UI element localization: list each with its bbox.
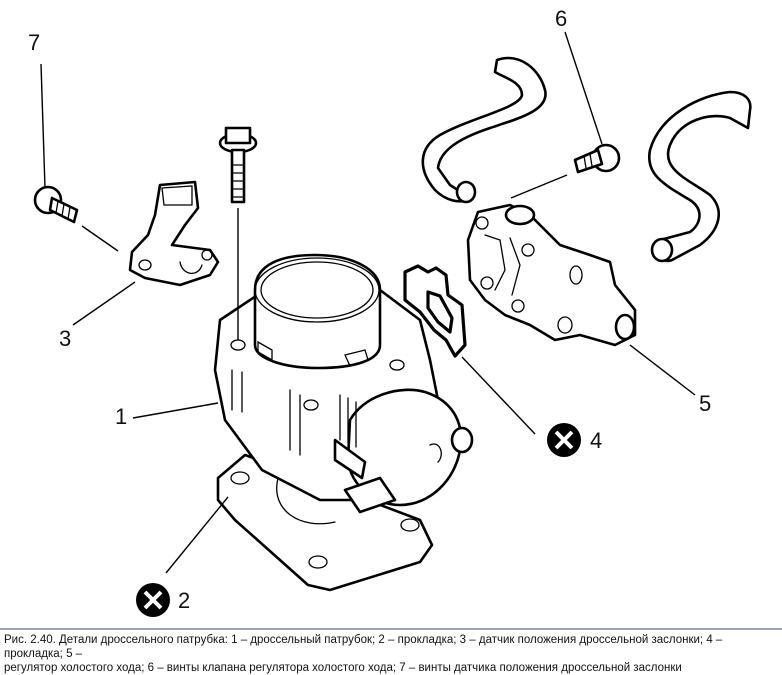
figure-caption: Рис. 2.40. Детали дроссельного патрубка:… [4, 633, 778, 675]
callout-2: 2 [178, 588, 191, 613]
screw-6-drawing [573, 143, 621, 174]
sensor-3-drawing [128, 180, 220, 287]
replace-part-cross-icon [547, 423, 581, 457]
leader-6 [564, 31, 603, 145]
throttle-body-1-drawing [213, 253, 474, 514]
caption-separator [0, 628, 782, 630]
hose-right-drawing [647, 90, 752, 263]
callout-3: 3 [59, 326, 72, 351]
hose-left-drawing [421, 56, 547, 204]
caption-line-2: регулятор холостого хода; 6 – винты клап… [4, 662, 682, 674]
idle-valve-5-drawing [466, 203, 637, 347]
leader-7 [40, 63, 46, 189]
diagram-drawing [33, 31, 752, 617]
leader-7b [81, 225, 119, 252]
replace-part-cross-icon [136, 583, 170, 617]
leader-2 [165, 496, 229, 574]
exploded-diagram: 7 3 1 2 4 5 6 [28, 6, 752, 617]
leader-6b [510, 174, 568, 199]
callout-7: 7 [28, 30, 41, 55]
gasket-4-drawing [403, 264, 467, 358]
callout-4: 4 [590, 428, 603, 453]
callout-6: 6 [555, 6, 568, 31]
leader-3 [72, 281, 136, 326]
screw-7-drawing [33, 185, 79, 224]
long-bolt-drawing [218, 126, 258, 204]
leader-lines [40, 31, 696, 574]
callout-1: 1 [115, 404, 128, 429]
leader-4 [461, 356, 536, 435]
callout-5: 5 [699, 391, 712, 416]
leader-5 [629, 344, 696, 396]
caption-line-1: Рис. 2.40. Детали дроссельного патрубка:… [4, 634, 723, 660]
leader-1 [132, 402, 219, 419]
